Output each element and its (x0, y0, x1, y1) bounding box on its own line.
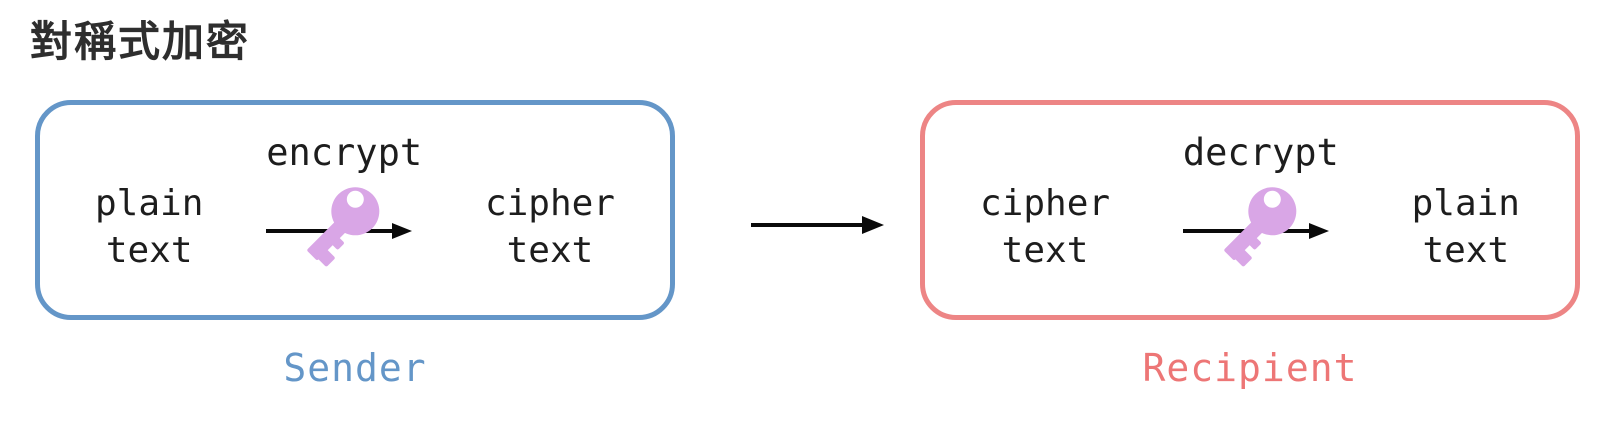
recipient-input-text: cipher text (980, 180, 1110, 274)
recipient-label: Recipient (1142, 346, 1358, 390)
text-line: text (105, 230, 193, 271)
recipient-output-text: plain text (1412, 180, 1520, 274)
decrypt-graphic (1181, 176, 1341, 276)
recipient-box: cipher text decrypt (920, 100, 1580, 320)
sender-label: Sender (283, 346, 427, 390)
key-icon (1224, 186, 1297, 266)
text-line: text (1422, 230, 1510, 271)
encrypt-label: encrypt (266, 130, 423, 174)
decrypt-operation: decrypt (1181, 131, 1341, 276)
text-line: plain (1411, 183, 1520, 224)
flow-arrow-icon (751, 216, 884, 234)
encrypt-graphic (264, 176, 424, 276)
text-line: plain (95, 183, 204, 224)
text-line: text (1001, 230, 1089, 271)
sender-box: plain text encrypt (35, 100, 675, 320)
text-line: text (506, 230, 594, 271)
text-line: cipher (484, 183, 615, 224)
text-line: cipher (980, 183, 1111, 224)
sender-input-text: plain text (95, 180, 203, 274)
encrypt-operation: encrypt (264, 131, 424, 276)
page-title: 對稱式加密 (30, 17, 251, 66)
key-icon (307, 186, 380, 266)
sender-output-text: cipher text (485, 180, 615, 274)
decrypt-label: decrypt (1182, 130, 1339, 174)
